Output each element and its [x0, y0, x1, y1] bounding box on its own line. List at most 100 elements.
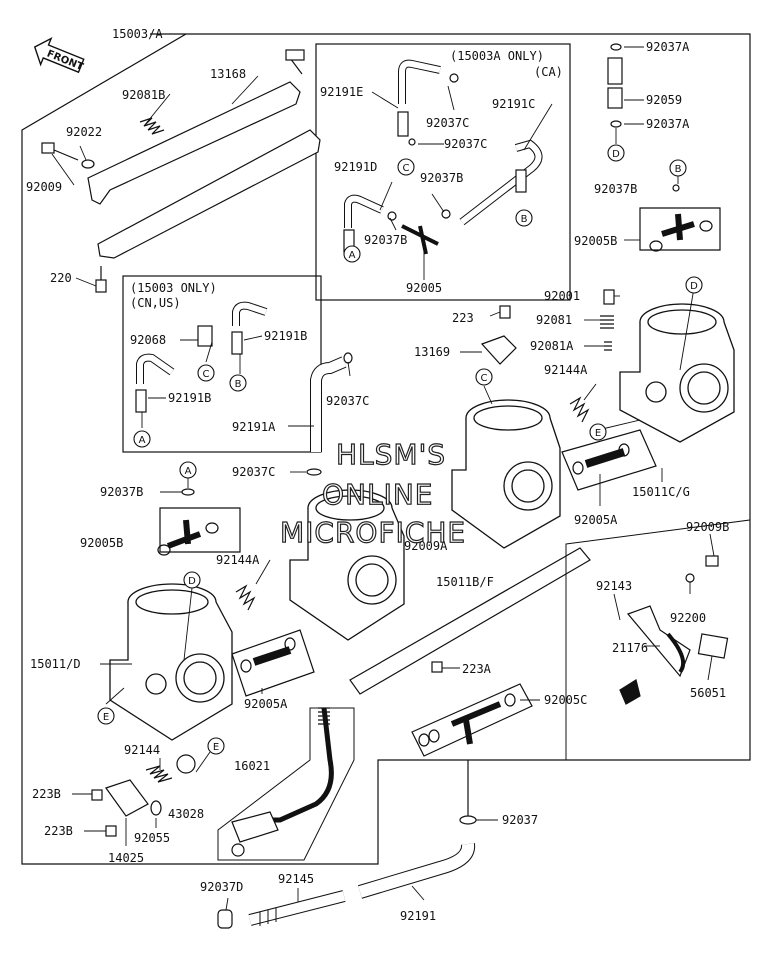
svg-text:B: B [675, 164, 682, 175]
note-ca-region: (CA) [534, 65, 563, 79]
carburetor-15011c [619, 303, 735, 443]
joint-pipe-92005a-left [252, 646, 292, 666]
screw-223b-top [91, 789, 103, 801]
watermark-line-2: ONLINE [321, 477, 434, 511]
part-label: 92037D [200, 880, 244, 894]
carburetor-15011b [451, 399, 561, 549]
carb-bracket-rail [87, 49, 321, 259]
part-label: 92191C [492, 97, 536, 111]
part-label: 92191 [400, 909, 437, 923]
part-label: 92191B [168, 391, 212, 405]
callout-a-2 [133, 430, 151, 448]
part-label: 92059 [646, 93, 683, 107]
part-label: 92200 [670, 611, 707, 625]
part-label: 223B [32, 787, 61, 801]
part-label: 92191B [264, 329, 308, 343]
fitting-92005c [450, 701, 502, 745]
note-ca-only: (15003A ONLY) [450, 49, 544, 63]
svg-text:A: A [139, 435, 146, 446]
callout-c-1 [397, 158, 415, 176]
watermark-line-1: HLSM'S [335, 437, 447, 471]
screw-223a [431, 661, 443, 673]
part-label: 223A [462, 662, 491, 676]
part-label: 92037B [100, 485, 144, 499]
cover-43028 [176, 754, 196, 774]
part-label: 43028 [168, 807, 205, 821]
cover-14025 [105, 779, 149, 817]
part-label: 92005B [574, 234, 618, 248]
oring-92055 [150, 800, 162, 816]
t-fitting-92005b-left [166, 519, 202, 549]
part-label: 92144 [124, 743, 161, 757]
callout-d-3 [183, 571, 201, 589]
spring-16021 [318, 707, 330, 725]
callout-c-3 [475, 368, 493, 386]
part-label: 92022 [66, 125, 103, 139]
watermark-line-3: MICROFICHE [279, 515, 467, 549]
part-label: 92191A [232, 420, 276, 434]
callout-e-1 [589, 423, 607, 441]
part-label: 92144A [216, 553, 260, 567]
spring-92144a-right [569, 396, 590, 423]
part-label: 92068 [130, 333, 167, 347]
part-label: 14025 [108, 851, 145, 865]
svg-text:C: C [203, 369, 210, 380]
part-label: 92005C [544, 693, 588, 707]
svg-text:C: C [403, 163, 410, 174]
part-label: 92143 [596, 579, 633, 593]
svg-text:D: D [690, 281, 698, 292]
part-label: 92055 [134, 831, 171, 845]
part-label: 21176 [612, 641, 649, 655]
part-label: 223B [44, 824, 73, 838]
t-fitting-92005 [401, 224, 439, 255]
part-label: 92037C [326, 394, 370, 408]
part-label: 92005B [80, 536, 124, 550]
note-cn-us-only: (15003 ONLY) [130, 281, 217, 295]
part-label: 15011B/F [436, 575, 494, 589]
spring-92144 [145, 765, 173, 783]
part-label: 92081A [530, 339, 574, 353]
bracket-13169 [480, 335, 517, 365]
part-label: 92037C [232, 465, 276, 479]
part-label: 13169 [414, 345, 451, 359]
part-label: 92037C [426, 116, 470, 130]
svg-text:B: B [235, 379, 242, 390]
part-label: 92037B [594, 182, 638, 196]
callout-b-2 [669, 159, 687, 177]
fitting-piece [619, 679, 641, 705]
ca-only-box [315, 43, 571, 301]
part-label: 92001 [544, 289, 581, 303]
callout-a-1 [343, 245, 361, 263]
part-label: 92037B [420, 171, 464, 185]
carburetor-15011d [109, 583, 233, 741]
cable-16021 [250, 707, 334, 823]
part-label: 92144A [544, 363, 588, 377]
cap-92068 [197, 325, 213, 347]
clamp-92037d [217, 909, 233, 929]
hose-92059 [607, 57, 623, 85]
screw-92009b [705, 555, 719, 567]
part-label: 92037A [646, 117, 690, 131]
svg-text:D: D [188, 576, 196, 587]
throttle-link-bar [349, 547, 591, 695]
part-label: 15011/D [30, 657, 81, 671]
joint-pipe-92005a-right [584, 448, 626, 468]
part-label: 92005 [406, 281, 443, 295]
part-label: 92037B [364, 233, 408, 247]
svg-text:E: E [595, 428, 601, 439]
carburetor-15011a [289, 489, 405, 641]
part-label: 15003/A [112, 27, 163, 41]
part-label: 92037A [646, 40, 690, 54]
svg-text:C: C [481, 373, 488, 384]
part-label: 220 [50, 271, 72, 285]
part-label: 92009A [404, 539, 448, 553]
callout-e-3 [207, 737, 225, 755]
part-label: 16021 [234, 759, 271, 773]
part-label: 92191D [334, 160, 378, 174]
callout-e-2 [97, 707, 115, 725]
part-label: 92037C [444, 137, 488, 151]
svg-text:E: E [103, 712, 109, 723]
part-label: 92081 [536, 313, 573, 327]
svg-text:E: E [213, 742, 219, 753]
